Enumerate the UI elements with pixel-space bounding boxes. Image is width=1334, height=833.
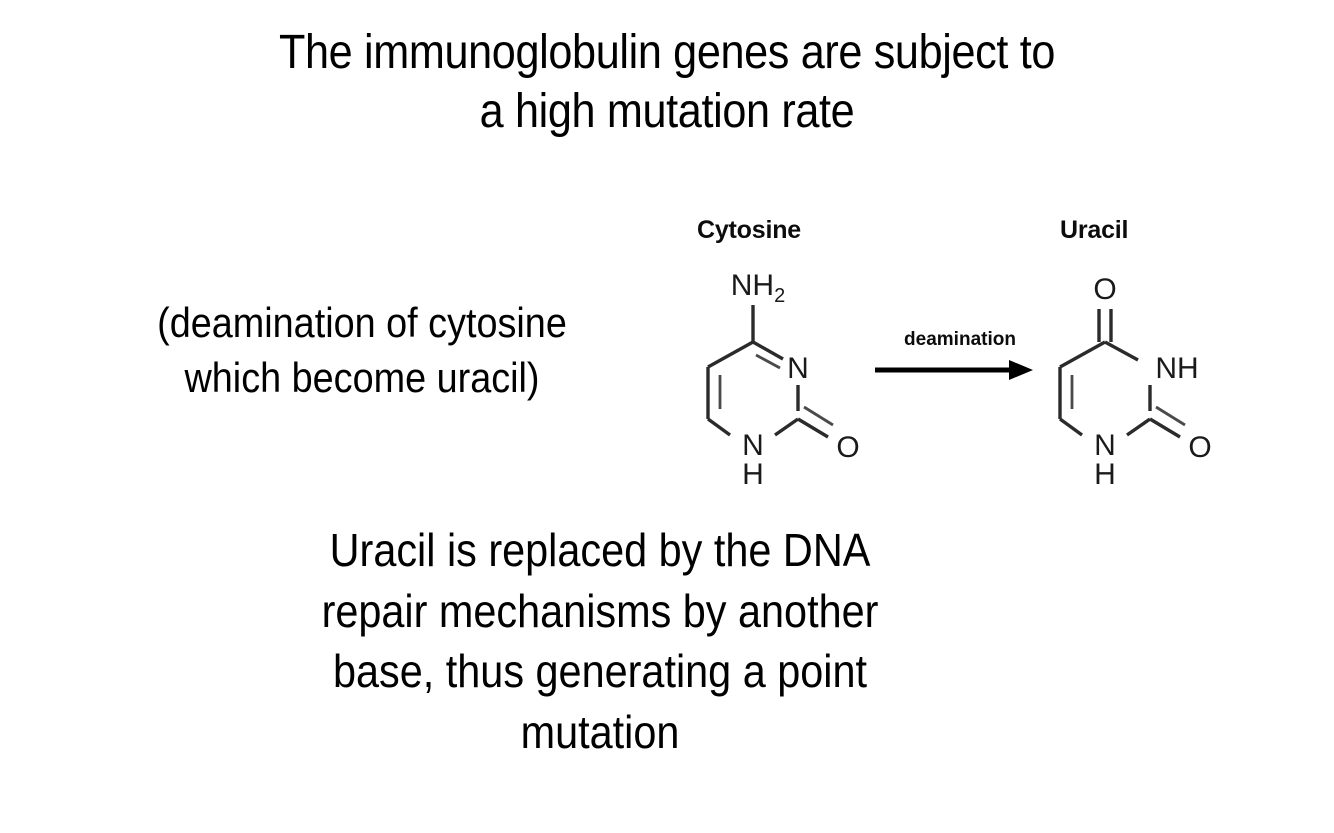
closing-note-line-2: repair mechanisms by another [321,584,879,637]
double-bond-c2-o [1155,405,1186,427]
cytosine-n3-atom: N [787,352,809,385]
title-line-1: The immunoglobulin genes are subject to [278,26,1056,79]
deamination-reaction-diagram: Cytosine NH2 N N H [660,205,1280,505]
closing-note-line-1: Uracil is replaced by the DNA [329,524,871,576]
cytosine-n1-hydrogen: H [742,458,764,491]
cytosine-amine-atom: NH2 [731,269,785,307]
double-bond-c2-o [803,405,834,427]
bond-c2-o [797,417,829,439]
bond-c2-n1 [1126,417,1151,437]
closing-note: Uracil is replaced by the DNA repair mec… [168,520,1032,763]
bond-c5-c4 [1059,340,1106,369]
uracil-carbonyl-oxygen: O [1188,431,1211,464]
uracil-structure-icon: O NH N H O [1058,273,1212,491]
bond-c2-o [1149,417,1181,439]
uracil-n3-atom: NH [1155,352,1198,385]
uracil-n1-atom: N [1094,429,1116,462]
paren-note-line-2: which become uracil) [184,353,540,401]
bond-c4-n3 [1104,340,1139,362]
cytosine-amine-subscript: 2 [774,285,785,307]
cytosine-amine-text: NH [731,269,774,302]
closing-note-line-3: base, thus generating a point [332,645,867,698]
bond-c2-n1 [774,417,799,437]
closing-note-line-4: mutation [520,706,680,759]
page-title: The immunoglobulin genes are subject to … [67,24,1268,141]
bond-n1-c6 [707,417,731,437]
uracil-top-oxygen: O [1093,273,1116,306]
cytosine-structure-icon: NH2 N N H O [706,269,860,491]
arrow-right-icon [875,360,1033,380]
bond-c4-n3 [752,340,784,361]
paren-note-line-1: (deamination of cytosine [157,299,567,346]
deamination-arrow-group: deamination [865,329,1055,389]
cytosine-label: Cytosine [697,216,801,244]
bond-n1-c6 [1059,417,1083,437]
uracil-n1-hydrogen: H [1094,458,1116,491]
deamination-label: deamination [904,329,1016,350]
uracil-label: Uracil [1060,216,1129,244]
cytosine-carbonyl-oxygen: O [836,431,859,464]
title-line-2: a high mutation rate [479,84,855,138]
cytosine-n1-atom: N [742,429,764,462]
parenthetical-note: (deamination of cytosine which become ur… [74,296,650,405]
bond-c5-c4 [707,340,754,369]
double-bond-c4-n3 [755,353,781,370]
